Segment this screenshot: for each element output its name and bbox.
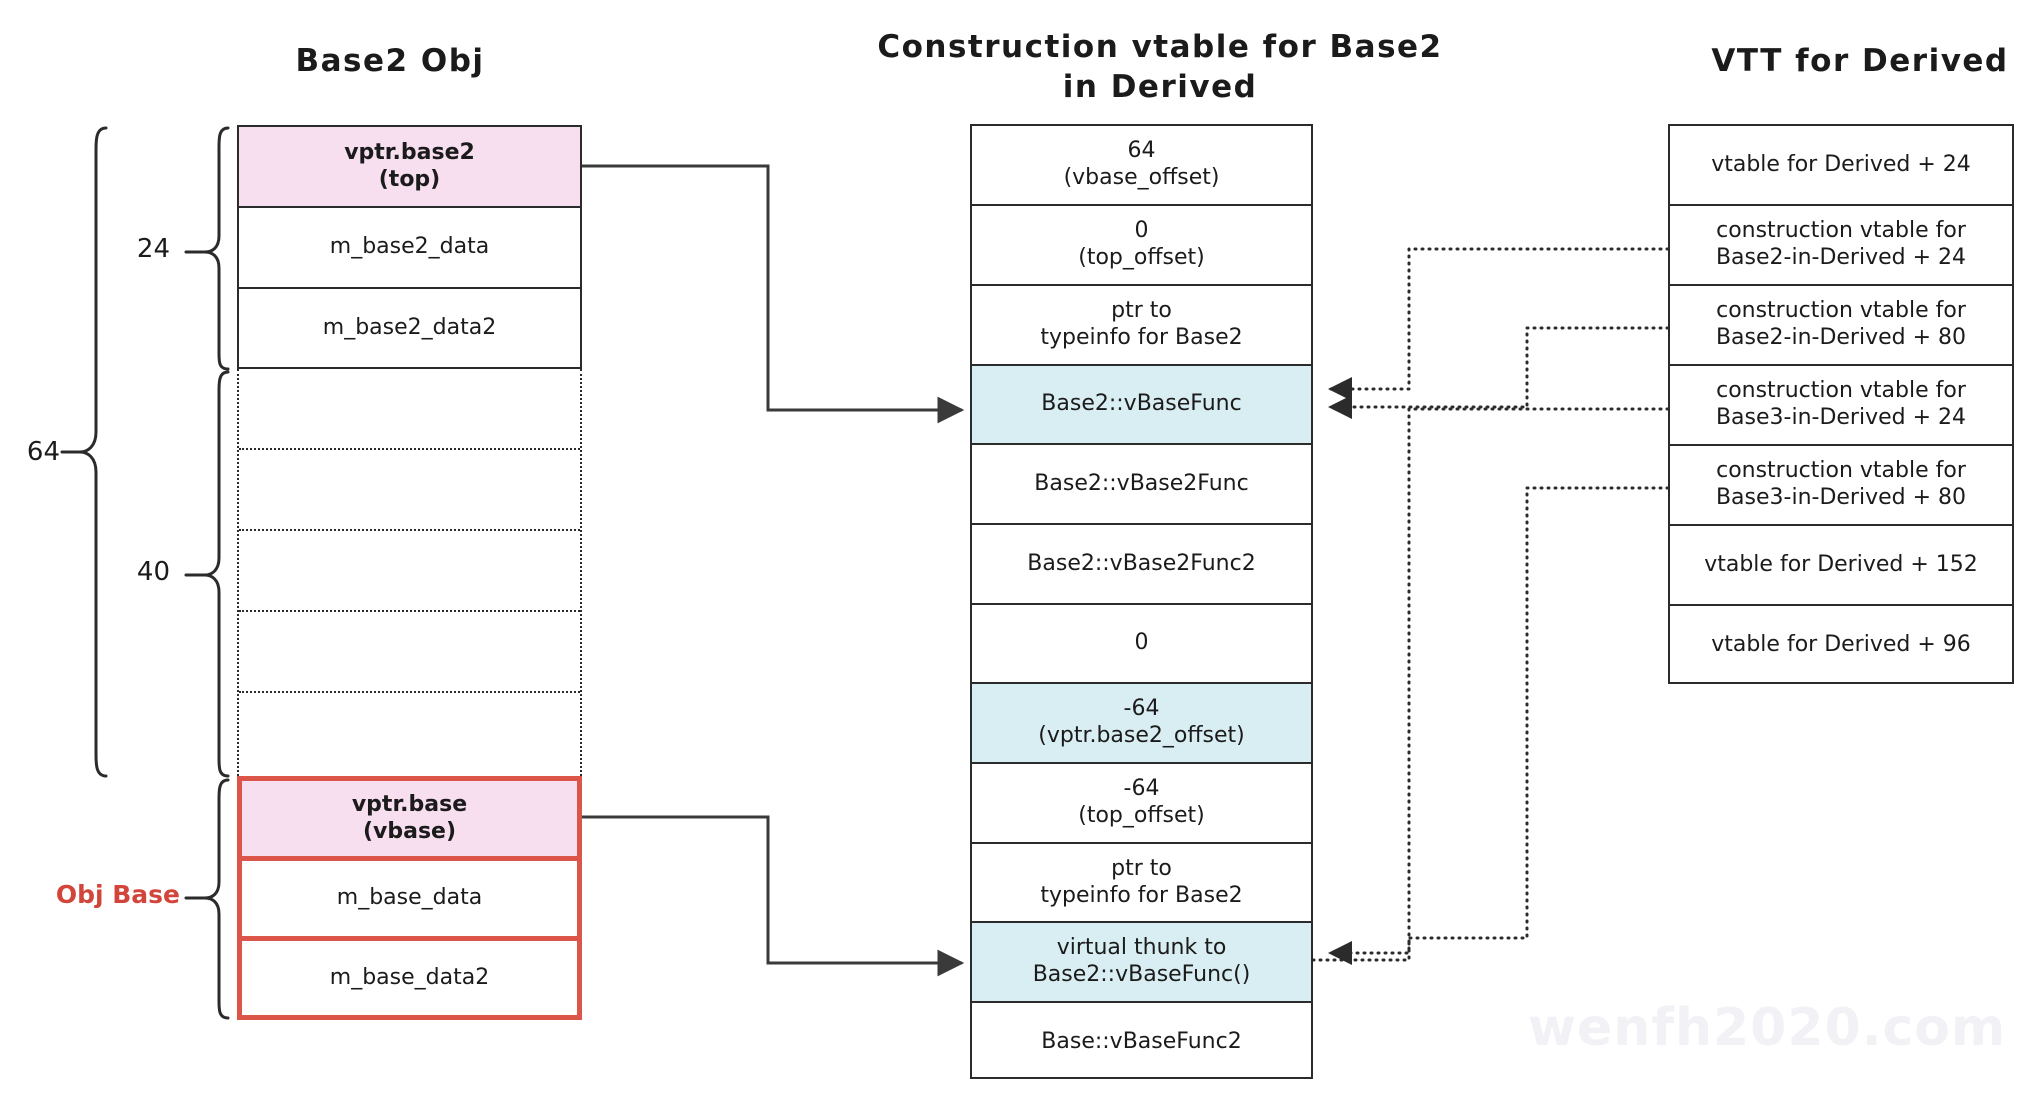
- vtable-row-label: -64 (top_offset): [1078, 776, 1205, 828]
- vtt-row: vtable for Derived + 24: [1670, 126, 2012, 206]
- vtable-row: -64 (top_offset): [972, 764, 1311, 844]
- dotted-arrow-vtt-base2-80: [1328, 326, 1670, 419]
- vtable-row-label: virtual thunk to Base2::vBaseFunc(): [1032, 935, 1251, 987]
- vtable-row: ptr to typeinfo for Base2: [972, 844, 1311, 923]
- obj-row-label: m_base2_data: [329, 234, 490, 260]
- vtable-row: 0 (top_offset): [972, 206, 1311, 286]
- obj-base-group: vptr.base (vbase) m_base_data m_base_dat…: [237, 776, 582, 1020]
- vtable-row-label: 64 (vbase_offset): [1063, 138, 1220, 190]
- vtable-row: Base2::vBase2Func2: [972, 525, 1311, 605]
- brace-label-mid-group: 40: [136, 557, 170, 587]
- vtable-row-vptr-base2-offset: -64 (vptr.base2_offset): [972, 684, 1311, 764]
- obj-row-empty: [239, 612, 580, 693]
- brace-label-obj-base: Obj Base: [55, 880, 180, 909]
- dotted-arrow-vtt-base2-24: [1328, 247, 1670, 401]
- site-watermark: wenfh2020.com: [1528, 998, 2007, 1058]
- vtt-row-label: construction vtable for Base2-in-Derived…: [1715, 298, 1967, 350]
- obj-row-empty: [239, 450, 580, 531]
- brace-obj-base: [184, 778, 230, 1020]
- vtable-row: Base2::vBase2Func: [972, 445, 1311, 525]
- vtable-row: 64 (vbase_offset): [972, 126, 1311, 206]
- vtable-row-label: ptr to typeinfo for Base2: [1040, 298, 1243, 350]
- vtt-row: construction vtable for Base2-in-Derived…: [1670, 286, 2012, 366]
- vtable-row-label: 0: [1134, 630, 1149, 656]
- dotted-arrow-vtt-base3-80: [1311, 486, 1670, 962]
- brace-total-64: [60, 126, 108, 778]
- obj-row-label: m_base_data: [336, 885, 483, 911]
- vtable-row-label: Base2::vBase2Func2: [1027, 550, 1256, 576]
- obj-padding-group: [237, 369, 582, 776]
- vtable-row-virtual-thunk: virtual thunk to Base2::vBaseFunc(): [972, 923, 1311, 1003]
- vtable-row: 0: [972, 605, 1311, 684]
- obj-row-m-base-data2: m_base_data2: [242, 941, 577, 1015]
- vtable-row-label: Base2::vBaseFunc: [1041, 391, 1242, 417]
- arrow-vptr-base2-to-vbasefunc: [582, 164, 965, 424]
- vtt-row: construction vtable for Base2-in-Derived…: [1670, 206, 2012, 286]
- construction-vtable: 64 (vbase_offset) 0 (top_offset) ptr to …: [970, 124, 1313, 1079]
- brace-label-total: 64: [26, 437, 60, 467]
- obj-row-m-base-data: m_base_data: [242, 861, 577, 941]
- obj-row-empty: [239, 531, 580, 612]
- obj-row-label: vptr.base2 (top): [344, 139, 475, 192]
- vtt-row-label: construction vtable for Base3-in-Derived…: [1715, 378, 1967, 430]
- arrow-vptr-base-to-virtual-thunk: [582, 815, 965, 977]
- obj-row-vptr-base2: vptr.base2 (top): [239, 127, 580, 208]
- brace-40: [184, 370, 230, 778]
- dotted-arrow-vtt-base3-24: [1328, 407, 1670, 965]
- vtt-row: construction vtable for Base3-in-Derived…: [1670, 366, 2012, 446]
- obj-row-vptr-base: vptr.base (vbase): [242, 781, 577, 861]
- vtt-row-label: vtable for Derived + 152: [1704, 551, 1978, 577]
- vtable-row: Base::vBaseFunc2: [972, 1003, 1311, 1081]
- brace-24: [184, 126, 230, 371]
- obj-row-label: m_base_data2: [329, 964, 490, 990]
- obj-row-m-base2-data: m_base2_data: [239, 208, 580, 289]
- obj-top-group: vptr.base2 (top) m_base2_data m_base2_da…: [237, 125, 582, 369]
- vtable-row-label: ptr to typeinfo for Base2: [1040, 855, 1243, 908]
- vtable-row-base2-vbasefunc: Base2::vBaseFunc: [972, 366, 1311, 445]
- vtt-row: vtable for Derived + 96: [1670, 606, 2012, 684]
- vtt-row-label: vtable for Derived + 24: [1711, 151, 1971, 177]
- vtable-row: ptr to typeinfo for Base2: [972, 286, 1311, 366]
- middle-column-title: Construction vtable for Base2 in Derived: [877, 29, 1443, 105]
- vtable-row-label: Base2::vBase2Func: [1034, 470, 1249, 496]
- brace-label-top-group: 24: [136, 234, 170, 264]
- left-column-title: Base2 Obj: [295, 43, 485, 79]
- vtt-row-label: vtable for Derived + 96: [1711, 631, 1971, 657]
- vtt-row-label: construction vtable for Base3-in-Derived…: [1715, 458, 1967, 510]
- obj-row-empty: [239, 693, 580, 776]
- vtable-row-label: -64 (vptr.base2_offset): [1038, 696, 1245, 748]
- obj-row-empty: [239, 369, 580, 450]
- obj-row-m-base2-data2: m_base2_data2: [239, 289, 580, 369]
- vtable-row-label: Base::vBaseFunc2: [1041, 1028, 1242, 1054]
- vtt-row: vtable for Derived + 152: [1670, 526, 2012, 606]
- vtt-row-label: construction vtable for Base2-in-Derived…: [1715, 218, 1967, 270]
- vtable-row-label: 0 (top_offset): [1078, 218, 1205, 270]
- obj-row-label: m_base2_data2: [322, 314, 497, 340]
- vtt-table: vtable for Derived + 24 construction vta…: [1668, 124, 2014, 684]
- right-column-title: VTT for Derived: [1711, 43, 2009, 79]
- vtt-row: construction vtable for Base3-in-Derived…: [1670, 446, 2012, 526]
- obj-row-label: vptr.base (vbase): [351, 791, 468, 844]
